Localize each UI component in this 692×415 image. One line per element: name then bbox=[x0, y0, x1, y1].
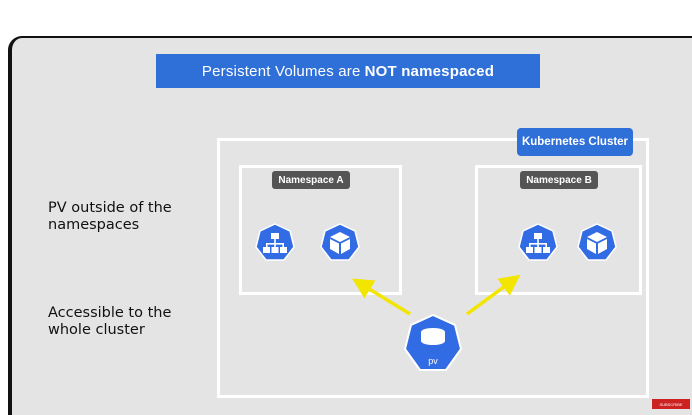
note-accessible-line1: Accessible to the bbox=[48, 305, 172, 321]
namespace-b-box bbox=[475, 165, 642, 295]
note-pv-outside-line2: namespaces bbox=[48, 217, 140, 233]
pv-label: pv bbox=[428, 356, 438, 366]
note-accessible: Accessible to the whole cluster bbox=[48, 305, 171, 339]
title-emphasis: NOT namespaced bbox=[364, 62, 495, 80]
note-pv-outside-line1: PV outside of the bbox=[48, 200, 172, 216]
pod-icon bbox=[577, 223, 617, 261]
note-accessible-line2: whole cluster bbox=[48, 322, 145, 338]
namespace-b-label: Namespace B bbox=[520, 171, 598, 189]
cluster-label: Kubernetes Cluster bbox=[517, 128, 633, 156]
persistent-volume-icon bbox=[403, 314, 463, 371]
service-icon bbox=[255, 223, 295, 261]
subscribe-badge[interactable]: SUBSCRIBE bbox=[652, 399, 690, 409]
note-pv-outside: PV outside of the namespaces bbox=[48, 200, 172, 234]
namespace-a-label: Namespace A bbox=[272, 171, 350, 189]
pod-icon bbox=[320, 223, 360, 261]
cluster-boundary bbox=[217, 138, 649, 398]
title-prefix: Persistent Volumes are bbox=[201, 62, 361, 80]
service-icon bbox=[518, 223, 558, 261]
slide: Persistent Volumes are NOT namespaced PV… bbox=[8, 36, 692, 415]
title-banner: Persistent Volumes are NOT namespaced bbox=[156, 54, 540, 88]
namespace-a-box bbox=[239, 165, 402, 295]
